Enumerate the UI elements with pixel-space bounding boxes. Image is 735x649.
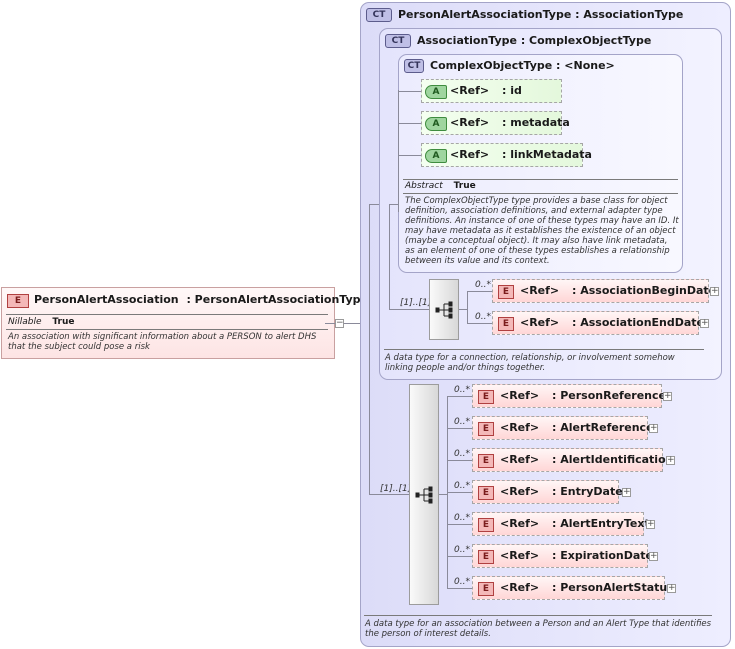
element-name: : AssociationEndDate <box>572 316 705 329</box>
expand-button[interactable]: + <box>646 519 655 529</box>
root-element-box[interactable]: E PersonAlertAssociation : PersonAlertAs… <box>1 287 368 359</box>
expand-button[interactable]: + <box>710 286 719 296</box>
expand-button[interactable]: + <box>663 391 672 401</box>
element-entry-date[interactable]: E <Ref> : EntryDate <box>472 480 623 504</box>
element-occurrence: 0..* <box>475 280 491 290</box>
element-ref: <Ref> <box>520 284 560 297</box>
element-person-alert-status[interactable]: E <Ref> : PersonAlertStatus <box>472 576 674 600</box>
element-ref: <Ref> <box>520 316 560 329</box>
element-icon: E <box>478 486 494 500</box>
complex-type-icon: CT <box>385 34 411 48</box>
root-element-doc: An association with significant informat… <box>8 332 317 352</box>
sequence-occurrence: [1]..[1] <box>400 298 432 308</box>
element-occurrence: 0..* <box>454 513 470 523</box>
element-occurrence: 0..* <box>454 481 470 491</box>
association-type-doc: A data type for a connection, relationsh… <box>385 353 675 373</box>
attribute-ref: <Ref> <box>450 116 490 129</box>
root-element-title: PersonAlertAssociation : PersonAlertAsso… <box>34 293 368 306</box>
element-icon: E <box>498 317 514 331</box>
attribute-ref: <Ref> <box>450 148 490 161</box>
sequence-occurrence: [1]..[1] <box>380 484 412 494</box>
expand-button[interactable]: + <box>649 551 658 561</box>
root-element-name: PersonAlertAssociation <box>34 293 179 306</box>
element-name: : EntryDate <box>552 485 623 498</box>
element-occurrence: 0..* <box>454 385 470 395</box>
element-ref: <Ref> <box>500 581 540 594</box>
element-icon: E <box>478 422 494 436</box>
sequence-icon <box>435 301 453 319</box>
collapse-button[interactable]: − <box>335 318 344 328</box>
complex-type-icon: CT <box>366 8 392 22</box>
expand-button[interactable]: + <box>649 423 658 433</box>
complex-object-type-title: ComplexObjectType : <None> <box>430 59 615 72</box>
element-person-reference[interactable]: E <Ref> : PersonReference <box>472 384 666 408</box>
attribute-link-metadata[interactable]: A <Ref> : linkMetadata <box>421 143 592 167</box>
element-name: : AlertEntryText <box>552 517 650 530</box>
nillable-row: Nillable True <box>8 317 74 327</box>
element-name: : AlertIdentification <box>552 453 674 466</box>
element-icon: E <box>478 550 494 564</box>
sequence-compositor[interactable] <box>429 279 459 340</box>
element-ref: <Ref> <box>500 549 540 562</box>
attribute-icon: A <box>425 149 447 163</box>
expand-button[interactable]: + <box>700 318 709 328</box>
element-icon: E <box>478 390 494 404</box>
element-name: : PersonAlertStatus <box>552 581 674 594</box>
element-occurrence: 0..* <box>454 449 470 459</box>
complex-object-type-doc: The ComplexObjectType type provides a ba… <box>405 196 679 266</box>
element-association-begin-date[interactable]: E <Ref> : AssociationBeginDate <box>492 279 716 303</box>
expand-button[interactable]: + <box>666 455 675 465</box>
element-icon: E <box>7 294 29 308</box>
person-alert-association-type-title: PersonAlertAssociationType : Association… <box>398 8 684 21</box>
element-name: : PersonReference <box>552 389 666 402</box>
element-ref: <Ref> <box>500 453 540 466</box>
attribute-metadata[interactable]: A <Ref> : metadata <box>421 111 570 135</box>
complex-type-icon: CT <box>404 59 424 73</box>
element-association-end-date[interactable]: E <Ref> : AssociationEndDate <box>492 311 704 335</box>
element-icon: E <box>478 582 494 596</box>
attribute-name: : linkMetadata <box>502 148 592 161</box>
attribute-icon: A <box>425 85 447 99</box>
sequence-compositor[interactable] <box>409 384 439 605</box>
element-expiration-date[interactable]: E <Ref> : ExpirationDate <box>472 544 653 568</box>
element-icon: E <box>478 518 494 532</box>
element-icon: E <box>498 285 514 299</box>
expand-button[interactable]: + <box>667 583 676 593</box>
element-alert-reference[interactable]: E <Ref> : AlertReference <box>472 416 654 440</box>
element-ref: <Ref> <box>500 421 540 434</box>
element-occurrence: 0..* <box>454 417 470 427</box>
element-occurrence: 0..* <box>454 545 470 555</box>
element-alert-identification[interactable]: E <Ref> : AlertIdentification <box>472 448 673 472</box>
element-name: : AlertReference <box>552 421 654 434</box>
element-occurrence: 0..* <box>454 577 470 587</box>
abstract-value: True <box>453 181 476 191</box>
attribute-ref: <Ref> <box>450 84 490 97</box>
person-alert-association-type-doc: A data type for an association between a… <box>365 619 712 639</box>
element-ref: <Ref> <box>500 485 540 498</box>
attribute-name: : metadata <box>502 116 570 129</box>
nillable-label: Nillable <box>8 317 42 327</box>
element-occurrence: 0..* <box>475 312 491 322</box>
sequence-icon <box>415 486 433 504</box>
element-alert-entry-text[interactable]: E <Ref> : AlertEntryText <box>472 512 650 536</box>
attribute-icon: A <box>425 117 447 131</box>
element-name: : ExpirationDate <box>552 549 654 562</box>
attribute-name: : id <box>502 84 522 97</box>
element-ref: <Ref> <box>500 517 540 530</box>
abstract-label: Abstract <box>405 181 443 191</box>
element-ref: <Ref> <box>500 389 540 402</box>
attribute-id[interactable]: A <Ref> : id <box>421 79 562 103</box>
expand-button[interactable]: + <box>622 487 631 497</box>
nillable-value: True <box>52 317 75 327</box>
element-icon: E <box>478 454 494 468</box>
abstract-row: Abstract True <box>405 181 476 191</box>
root-element-type: : PersonAlertAssociationType <box>186 293 368 306</box>
association-type-title: AssociationType : ComplexObjectType <box>417 34 652 47</box>
element-name: : AssociationBeginDate <box>572 284 717 297</box>
